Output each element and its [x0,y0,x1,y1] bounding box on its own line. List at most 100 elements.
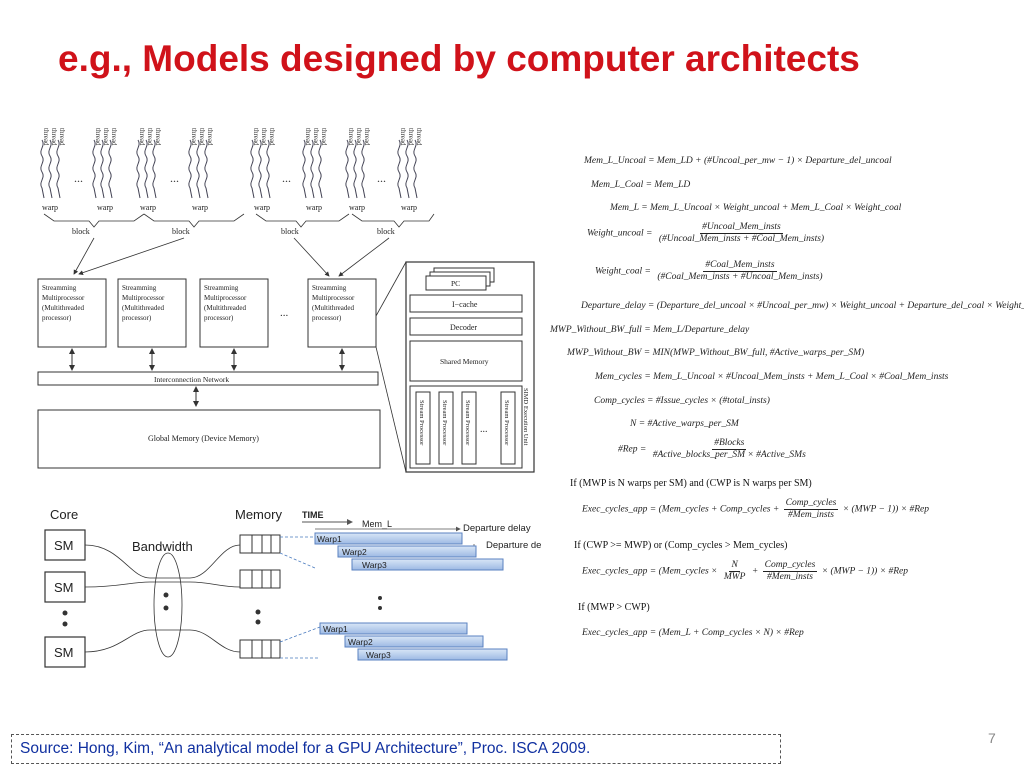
thread-squiggle [397,139,402,199]
thread-label: thread [94,128,102,146]
warp-label: warp [401,203,417,212]
thread-label: thread [138,128,146,146]
thread-squiggle [136,139,141,199]
block-label: block [377,227,395,236]
mem-l-label: Mem_L [362,519,392,529]
stream-processor-box [415,391,431,465]
thread-label: thread [415,128,423,146]
thread-squiggle [302,139,307,199]
core-label: Core [50,507,78,522]
memory-queue [239,639,281,659]
warp-label: Warp2 [348,637,373,647]
thread-squiggle [152,139,157,199]
page-number: 7 [988,730,996,746]
sm-label-line: Multiprocessor [204,294,247,302]
thread-label: thread [206,128,214,146]
equation-mwp-without-bw-full: MWP_Without_BW_full = Mem_L/Departure_de… [550,325,750,335]
sm-label-line: (Multithreaded [42,304,84,312]
simd-unit-label: SIMD Execution Unit [522,388,529,446]
icache-box [409,294,523,313]
thread-label: thread [146,128,154,146]
stream-processor-box [500,391,516,465]
thread-label: thread [154,128,162,146]
thread-label: thread [260,128,268,146]
warp-label: warp [192,203,208,212]
thread-squiggle [196,139,201,199]
warp-label: warp [97,203,113,212]
thread-squiggle [353,139,358,199]
condition-3: If (MWP > CWP) [578,602,650,613]
thread-label: thread [58,128,66,146]
thread-squiggle [266,139,271,199]
equation-mwp-without-bw: MWP_Without_BW = MIN(MWP_Without_BW_full… [567,348,865,358]
block-label: block [281,227,299,236]
thread-label: thread [407,128,415,146]
thread-squiggle [40,139,45,199]
ellipsis: ... [377,171,386,185]
warp-label: Warp2 [342,547,367,557]
thread-label: thread [252,128,260,146]
thread-label: thread [312,128,320,146]
warp-label: warp [42,203,58,212]
thread-squiggle [318,139,323,199]
thread-squiggle [310,139,315,199]
memory-label: Memory [235,507,282,522]
analytical-model-equations: Mem_L_Uncoal = Mem_LD + (#Uncoal_per_mw … [548,148,1024,648]
stream-processor-box [461,391,477,465]
streaming-multiprocessor-box [37,278,107,348]
shared-memory-box [409,340,523,382]
pc-label: PC [451,279,460,288]
source-citation: Source: Hong, Kim, “An analytical model … [11,734,781,764]
stream-processor-label: Stream Processor [464,400,471,446]
thread-squiggle [100,139,105,199]
warp-label: Warp3 [362,560,387,570]
streaming-multiprocessor-box [117,278,187,348]
decoder-box [409,317,523,336]
sm-label-line: (Multithreaded [204,304,246,312]
departure-delay-label-cut: Departure de [486,540,541,551]
thread-label: thread [347,128,355,146]
streaming-multiprocessor-box [199,278,269,348]
thread-group [40,139,418,199]
sm-label-line: processor) [122,314,152,322]
equation-comp-cycles: Comp_cycles = #Issue_cycles × (#total_in… [594,396,770,406]
thread-squiggle [144,139,149,199]
time-label: TIME [302,510,324,520]
equation-rep: #Rep = #Blocks#Active_blocks_per_SM × #A… [618,438,806,460]
thread-squiggle [413,139,418,199]
thread-squiggle [56,139,61,199]
warp-bar [351,558,504,571]
condition-2: If (CWP >= MWP) or (Comp_cycles > Mem_cy… [574,540,788,551]
thread-label: thread [198,128,206,146]
stream-processor-box [438,391,454,465]
block-label: block [72,227,90,236]
thread-label: thread [268,128,276,146]
thread-squiggle [258,139,263,199]
equation-exec-cycles-1: Exec_cycles_app = (Mem_cycles + Comp_cyc… [582,498,930,520]
streaming-multiprocessor-box [307,278,377,348]
sm-label-line: Multiprocessor [312,294,355,302]
sm-label-line: Streamming [42,284,77,292]
icache-label: I−cache [452,300,478,309]
shared-memory-label: Shared Memory [440,357,489,366]
thread-squiggle [204,139,209,199]
equation-mem-l-coal: Mem_L_Coal = Mem_LD [591,180,691,190]
ellipsis: ... [74,171,83,185]
sm-core-box [44,571,86,603]
sm-core-box [44,636,86,668]
sm-label-line: Streamming [312,284,347,292]
equation-mem-cycles: Mem_cycles = Mem_L_Uncoal × #Uncoal_Mem_… [595,372,949,382]
sm-label-line: Streamming [204,284,239,292]
thread-label: thread [399,128,407,146]
stream-processor-label: Stream Processor [503,400,510,446]
global-memory-label: Global Memory (Device Memory) [148,434,259,443]
thread-label: thread [363,128,371,146]
thread-squiggle [250,139,255,199]
equation-mem-l: Mem_L = Mem_L_Uncoal × Weight_uncoal + M… [610,203,902,213]
thread-label: thread [355,128,363,146]
thread-squiggle [48,139,53,199]
warp-bar [357,648,508,661]
thread-label: thread [304,128,312,146]
